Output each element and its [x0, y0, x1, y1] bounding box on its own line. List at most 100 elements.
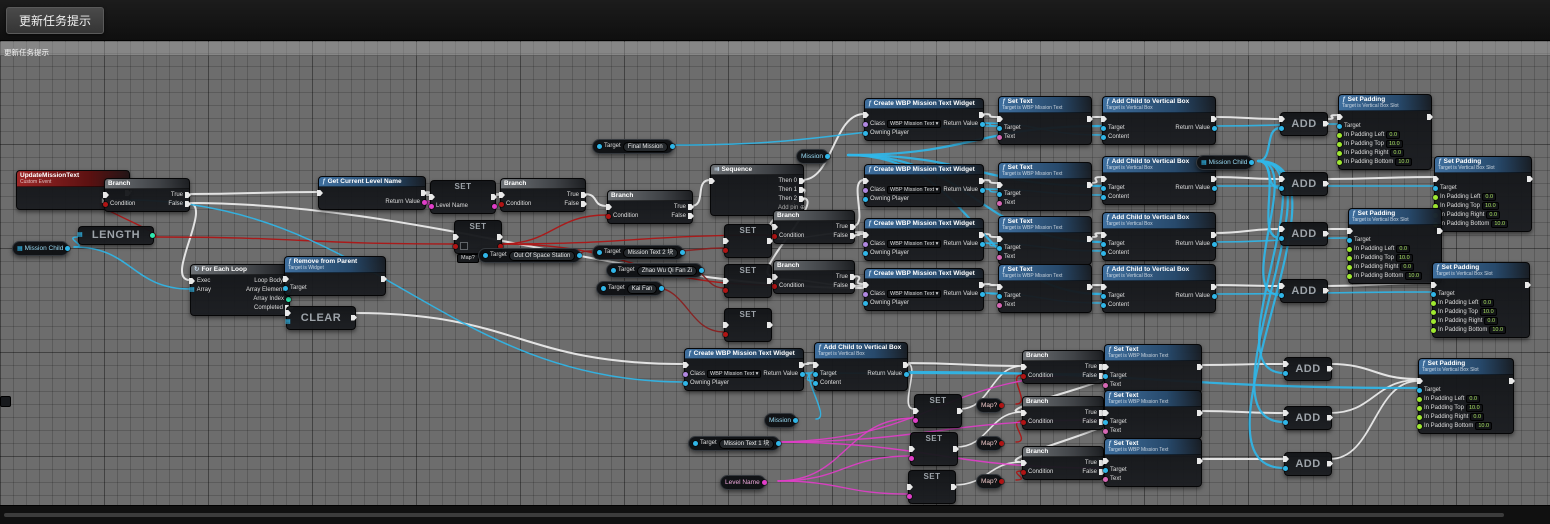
object-pin[interactable] [863, 197, 868, 202]
int-pin[interactable] [150, 233, 155, 238]
exec-pin[interactable] [1021, 410, 1027, 416]
exec-pin[interactable] [1283, 410, 1289, 416]
exec-pin[interactable] [997, 284, 1003, 290]
exec-pin[interactable] [429, 194, 435, 200]
branch-b1[interactable]: BranchConditionTrueFalse [1022, 350, 1104, 384]
float-pin[interactable] [1433, 195, 1438, 200]
value-field[interactable]: 10.0 [1395, 158, 1412, 167]
add-3[interactable]: ADD [1280, 222, 1328, 246]
object-pin[interactable] [1101, 294, 1106, 299]
float-pin[interactable] [1347, 247, 1352, 252]
branch-2[interactable]: BranchConditionTrueFalse [500, 178, 586, 212]
exec-pin[interactable] [1087, 284, 1093, 290]
exec-pin[interactable] [799, 362, 805, 368]
add-4[interactable]: ADD [1280, 279, 1328, 303]
exec-pin[interactable] [1327, 415, 1333, 421]
object-pin[interactable] [1337, 124, 1342, 129]
value-field[interactable]: 0.0 [1386, 131, 1400, 140]
object-pin[interactable] [1283, 420, 1288, 425]
exec-pin[interactable] [723, 322, 729, 328]
class-dropdown[interactable]: WBP Mission Text ▾ [887, 240, 941, 249]
text-pin[interactable] [1103, 429, 1108, 434]
exec-pin[interactable] [1021, 460, 1027, 466]
exec-pin[interactable] [863, 232, 869, 238]
object-pin[interactable] [1433, 186, 1438, 191]
exec-pin[interactable] [185, 201, 191, 207]
array-pin[interactable]: ▦ [77, 232, 83, 238]
set-mid-2[interactable]: SET [724, 264, 772, 298]
for-each-loop[interactable]: ↻For Each LoopExec▦ArrayLoop BodyArray E… [190, 264, 290, 316]
output-pin[interactable] [1249, 160, 1254, 165]
map-flag-get-1[interactable]: Map? [976, 398, 1003, 413]
exec-pin[interactable] [285, 310, 291, 316]
value-field[interactable]: 10.0 [1396, 254, 1413, 263]
remove-from-parent[interactable]: ƒRemove from ParentTarget is WidgetTarge… [284, 256, 386, 296]
output-pin[interactable] [659, 286, 664, 291]
level-name-get[interactable]: Level Name [720, 475, 766, 490]
int-pin[interactable] [286, 297, 291, 302]
bool-pin[interactable] [606, 214, 611, 219]
exec-pin[interactable] [581, 192, 587, 198]
branch-4[interactable]: BranchConditionTrueFalse [773, 210, 855, 244]
exec-pin[interactable] [723, 238, 729, 244]
string-pin[interactable] [913, 418, 918, 423]
object-pin[interactable] [601, 286, 606, 291]
object-pin[interactable] [1212, 186, 1217, 191]
set-bottom-2[interactable]: SET [910, 432, 958, 466]
set-text-1[interactable]: ƒSet TextTarget is WBP Mission TextTarge… [998, 96, 1092, 145]
array-pin[interactable]: ▦ [189, 287, 195, 293]
float-pin[interactable] [1431, 328, 1436, 333]
clear-node[interactable]: ▦CLEAR [286, 306, 356, 330]
value-field[interactable]: 10.0 [1466, 404, 1483, 413]
exec-pin[interactable] [1327, 461, 1333, 467]
bool-pin[interactable] [1021, 470, 1026, 475]
target-kai-fan[interactable]: TargetKai Fan [596, 281, 663, 296]
object-pin[interactable] [1103, 374, 1108, 379]
exec-pin[interactable] [491, 194, 497, 200]
object-pin[interactable] [1283, 371, 1288, 376]
exec-pin[interactable] [581, 201, 587, 207]
mission-get-1[interactable]: Mission [796, 149, 829, 164]
exec-pin[interactable] [1197, 364, 1203, 370]
exec-pin[interactable] [1283, 456, 1289, 462]
bool-pin[interactable] [1021, 374, 1026, 379]
output-pin[interactable] [680, 250, 685, 255]
class-pin[interactable] [863, 292, 868, 297]
exec-pin[interactable] [903, 362, 909, 368]
checkbox[interactable] [460, 242, 468, 250]
exec-pin[interactable] [1437, 228, 1443, 234]
variable-tag[interactable]: Map? [457, 254, 479, 263]
float-pin[interactable] [1347, 274, 1352, 279]
object-pin[interactable] [997, 126, 1002, 131]
set-mid-1[interactable]: SET [724, 224, 772, 258]
object-pin[interactable] [597, 144, 602, 149]
object-pin[interactable] [1279, 236, 1284, 241]
exec-pin[interactable] [497, 234, 503, 240]
get-current-level-name[interactable]: ƒGet Current Level NameReturn Value [318, 176, 426, 210]
exec-pin[interactable] [850, 274, 856, 280]
target-mission-text-1[interactable]: TargetMission Text 1 块 [688, 436, 780, 451]
exec-pin[interactable] [1431, 282, 1437, 288]
exec-pin[interactable] [1279, 283, 1285, 289]
exec-pin[interactable] [767, 238, 773, 244]
object-pin[interactable] [1103, 420, 1108, 425]
value-field[interactable]: 0.0 [1480, 299, 1494, 308]
text-pin[interactable] [1103, 477, 1108, 482]
text-pin[interactable] [997, 255, 1002, 260]
value-field[interactable]: 10.0 [1480, 308, 1497, 317]
exec-pin[interactable] [951, 484, 957, 490]
set-text-3[interactable]: ƒSet TextTarget is WBP Mission TextTarge… [998, 216, 1092, 265]
exec-pin[interactable] [723, 278, 729, 284]
set-text-4[interactable]: ƒSet TextTarget is WBP Mission TextTarge… [998, 264, 1092, 313]
set-padding-2[interactable]: ƒSet PaddingTarget is Vertical Box SlotT… [1434, 156, 1532, 232]
object-pin[interactable] [597, 250, 602, 255]
exec-pin[interactable] [863, 112, 869, 118]
float-pin[interactable] [1431, 319, 1436, 324]
exec-pin[interactable] [1197, 410, 1203, 416]
set-bottom-3[interactable]: SET [908, 470, 956, 504]
exec-pin[interactable] [1021, 364, 1027, 370]
length-node[interactable]: ▦LENGTH [78, 226, 154, 245]
exec-pin[interactable] [351, 315, 357, 321]
offscreen-node-stub[interactable] [0, 396, 11, 407]
value-field[interactable]: 0.0 [1390, 149, 1404, 158]
